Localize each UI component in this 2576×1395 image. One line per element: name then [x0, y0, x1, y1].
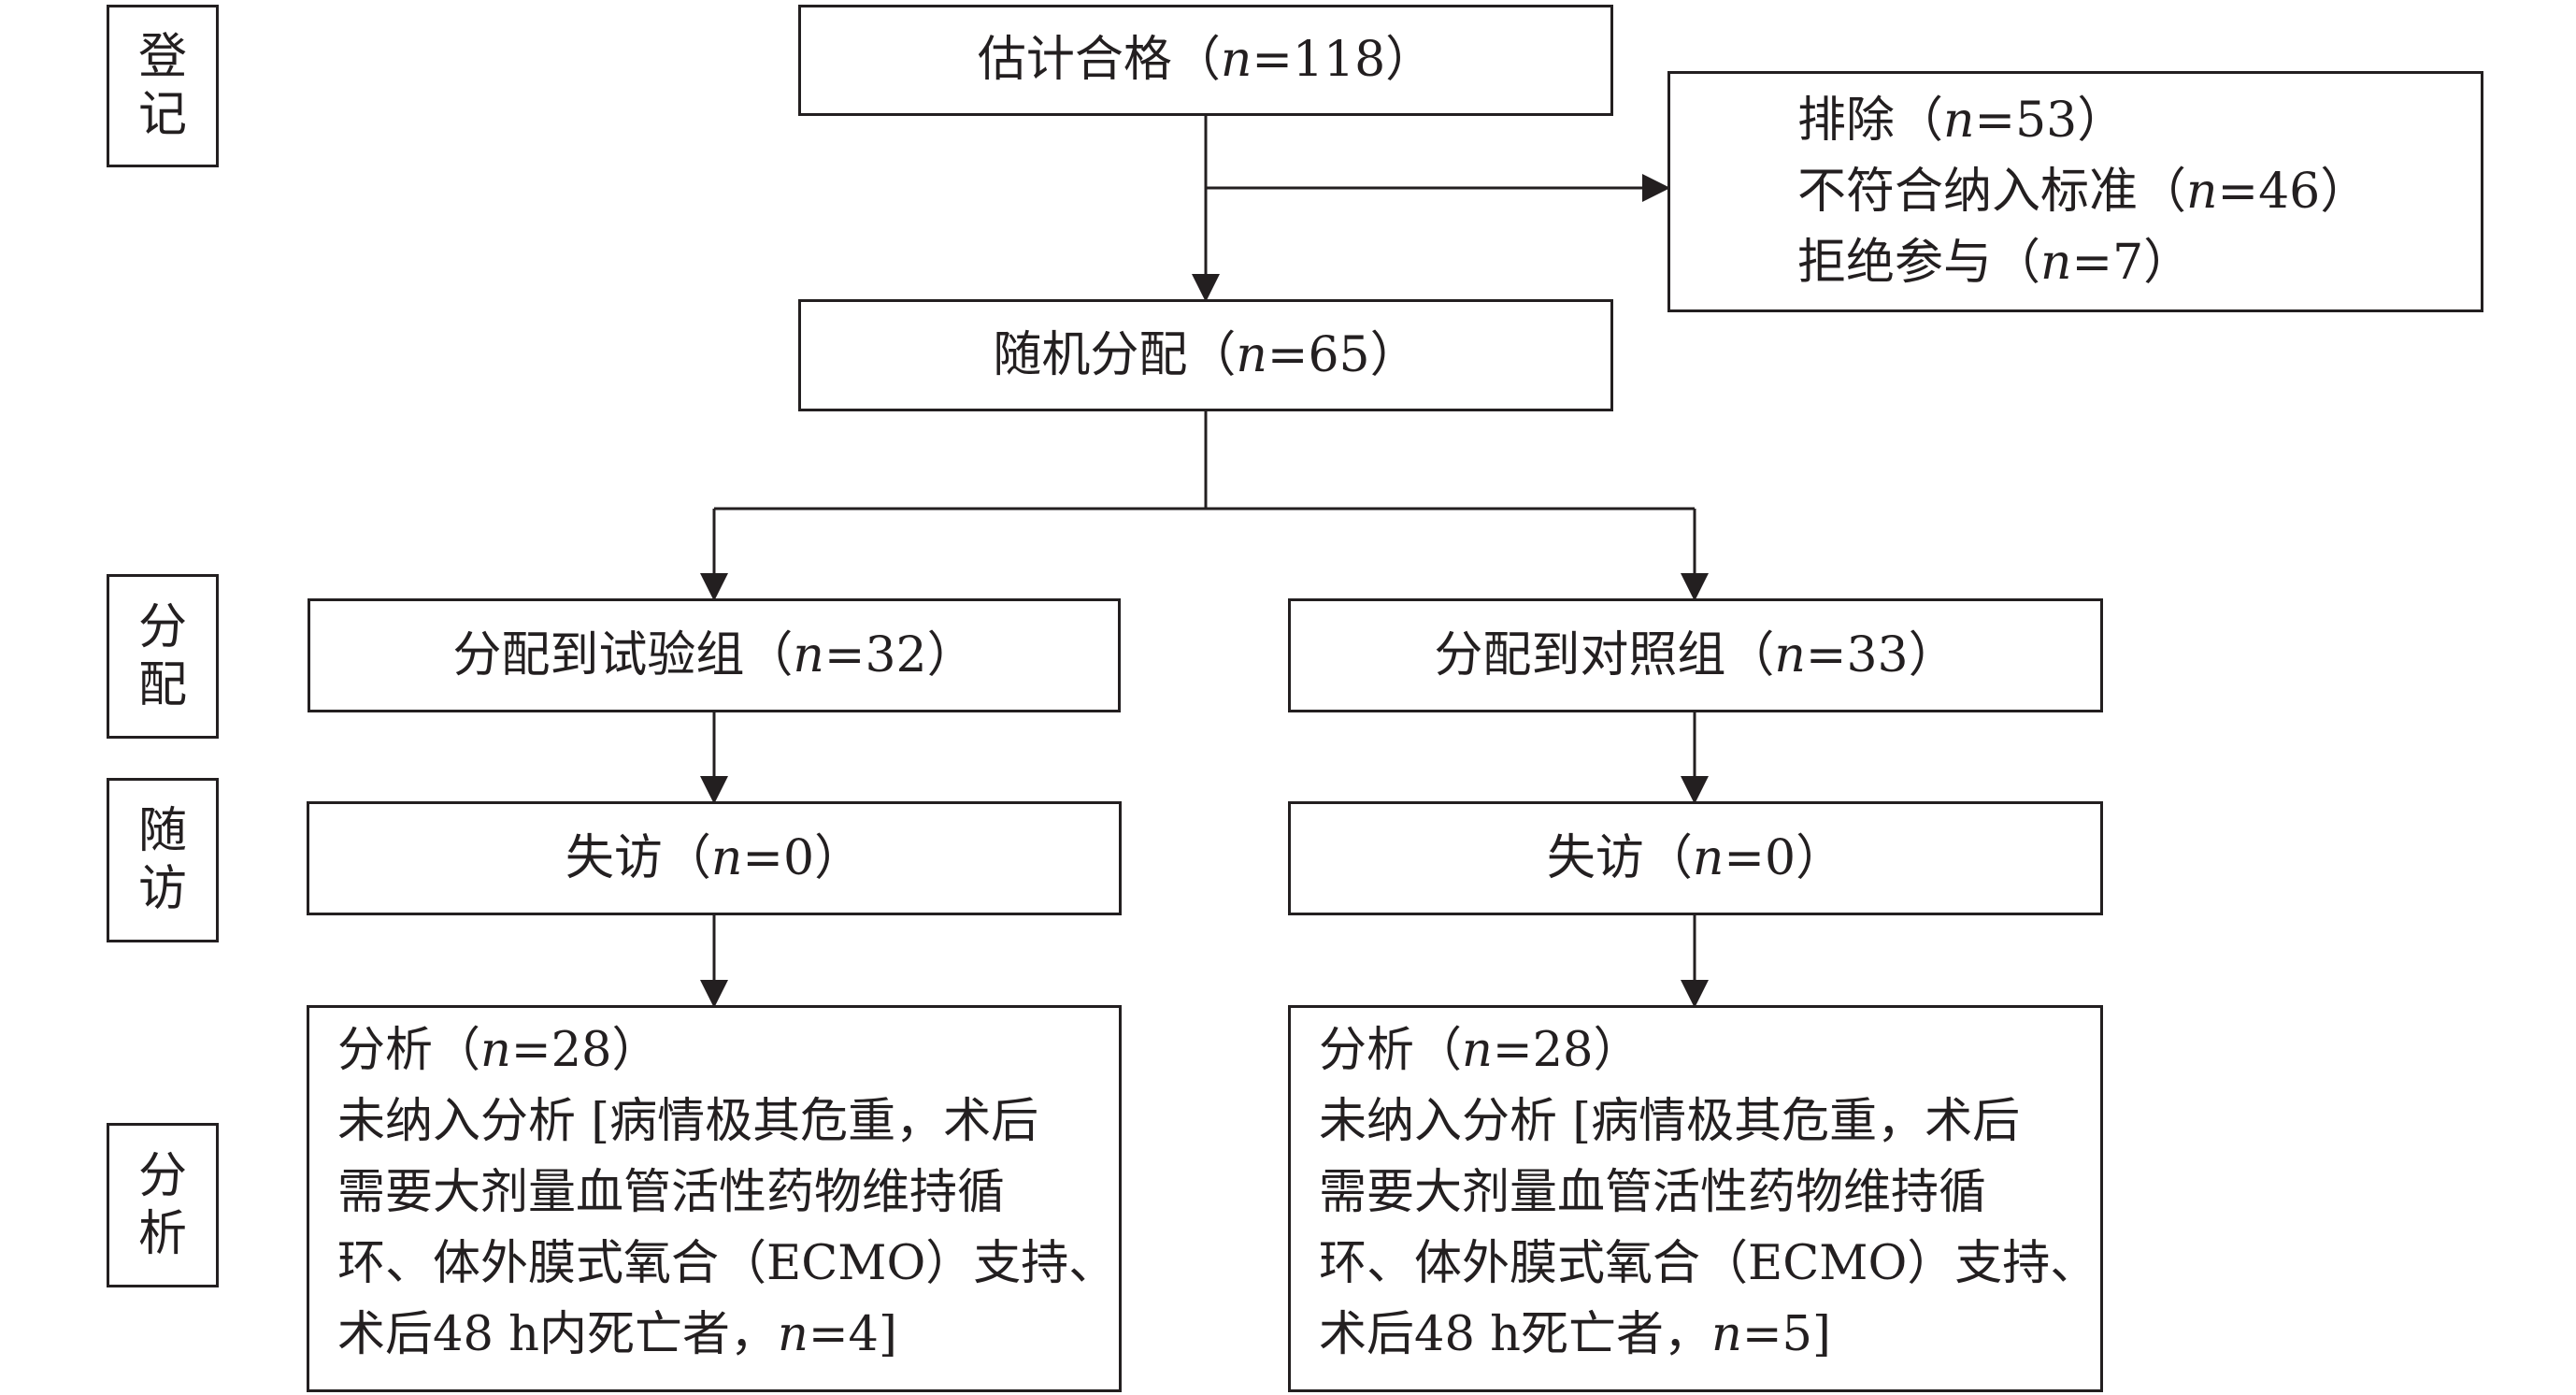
stage-label-analysis: 分 析 [107, 1123, 219, 1287]
stage-label-allocation: 分 配 [107, 574, 219, 739]
ctrl-analysis-excluded-line: 术后48 h死亡者，n=5] [1319, 1307, 1831, 1362]
excluded-line-criteria: 不符合纳入标准（n=46） [1797, 164, 2369, 220]
exp-analysis-excluded-line: 术后48 h内死亡者，n=4] [337, 1307, 897, 1362]
ctrl-analysis-excluded-line: 未纳入分析 [病情极其危重，术后 [1319, 1094, 2021, 1149]
exp-analysis-excluded-line: 未纳入分析 [病情极其危重，术后 [337, 1094, 1039, 1149]
exp-analysis-excluded-line: 需要大剂量血管活性药物维持循 [337, 1165, 1006, 1220]
stage-label-followup: 随 访 [107, 778, 219, 942]
exp-lost-box: 失访（n=0） [307, 801, 1122, 915]
eligible-box: 估计合格（n=118） [798, 5, 1613, 116]
exp-group-box: 分配到试验组（n=32） [308, 598, 1121, 712]
stage-label-enrollment: 登 记 [107, 5, 219, 167]
ctrl-analysis-box: 分析（n=28） 未纳入分析 [病情极其危重，术后 需要大剂量血管活性药物维持循… [1288, 1005, 2103, 1392]
excluded-line-declined: 拒绝参与（n=7） [1797, 235, 2193, 291]
ctrl-analysis-count: 分析（n=28） [1319, 1023, 1641, 1078]
ctrl-group-box: 分配到对照组（n=33） [1288, 598, 2103, 712]
ctrl-lost-box: 失访（n=0） [1288, 801, 2103, 915]
excluded-line-total: 排除（n=53） [1797, 93, 2126, 149]
ctrl-analysis-excluded-line: 环、体外膜式氧合（ECMO）支持、 [1319, 1236, 2098, 1291]
excluded-box: 排除（n=53） 不符合纳入标准（n=46） 拒绝参与（n=7） [1667, 71, 2483, 312]
exp-analysis-count: 分析（n=28） [337, 1023, 660, 1078]
eligible-label: 估计合格（ [977, 32, 1221, 89]
randomized-box: 随机分配（n=65） [798, 299, 1613, 411]
exp-analysis-excluded-line: 环、体外膜式氧合（ECMO）支持、 [337, 1236, 1117, 1291]
exp-analysis-box: 分析（n=28） 未纳入分析 [病情极其危重，术后 需要大剂量血管活性药物维持循… [307, 1005, 1122, 1392]
ctrl-analysis-excluded-line: 需要大剂量血管活性药物维持循 [1319, 1165, 1987, 1220]
